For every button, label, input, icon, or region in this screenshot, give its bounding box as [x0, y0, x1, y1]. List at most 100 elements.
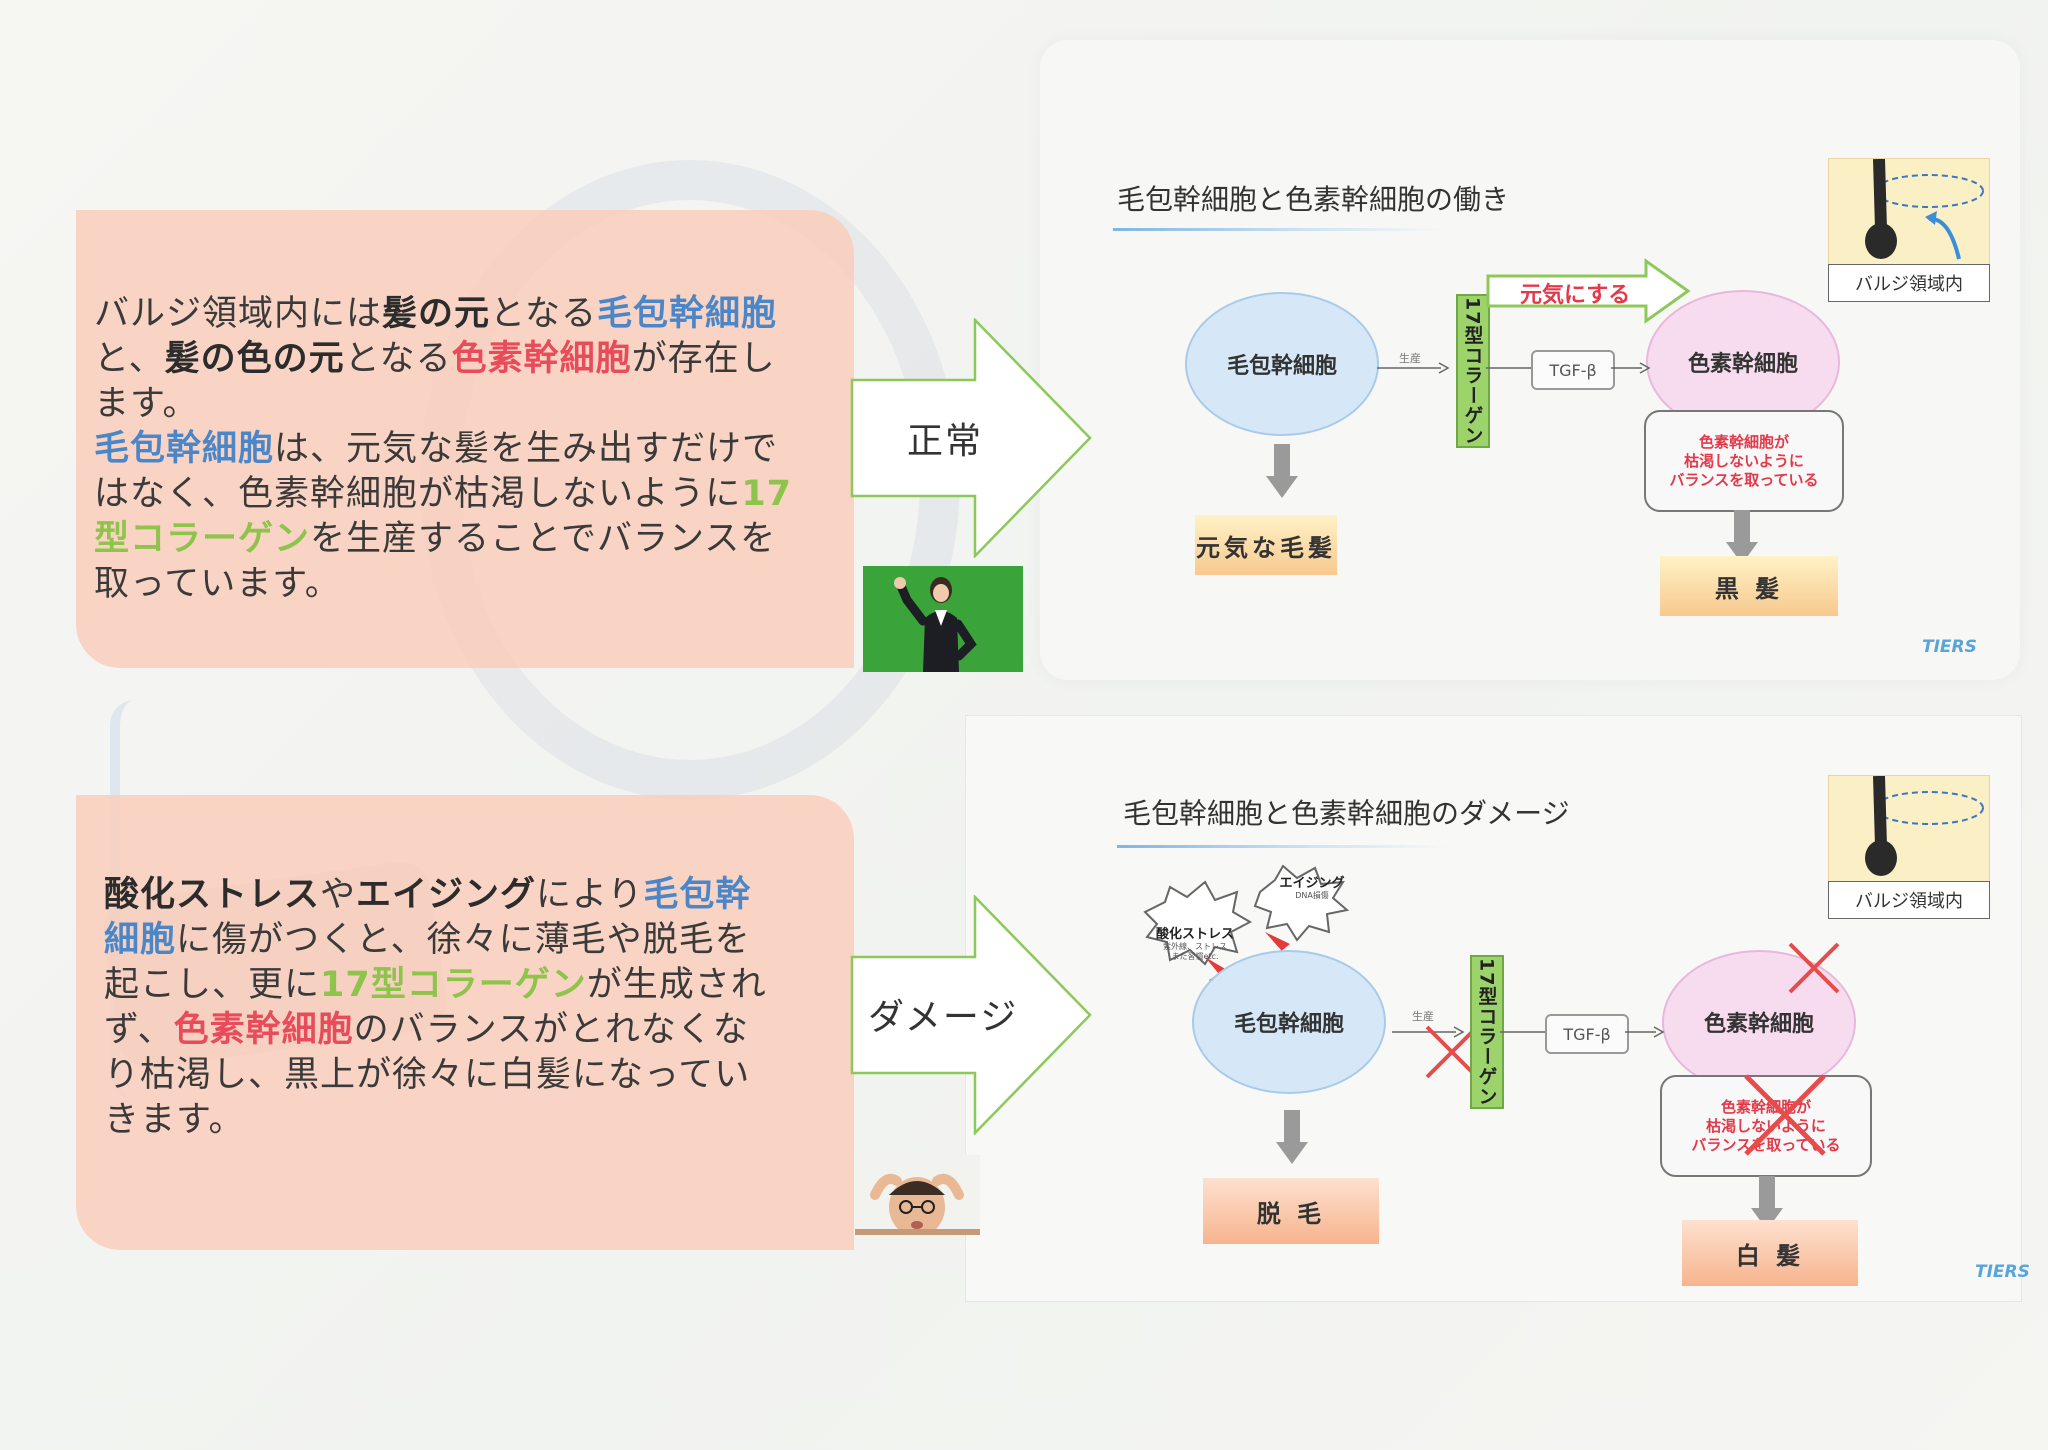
normal-result-black-hair: 黒 髪	[1660, 556, 1838, 616]
normal-bulge-label: バルジ領域内	[1828, 264, 1990, 302]
bottom-line-1: 酸化ストレスやエイジングにより毛包幹	[104, 873, 767, 918]
text-segment: により	[536, 875, 644, 915]
text-segment: エイジング	[356, 875, 537, 915]
damage-collagen-box: 17型コラーゲン	[1470, 955, 1504, 1109]
top-line-3: ます。	[94, 382, 792, 427]
normal-diagram-title: 毛包幹細胞と色素幹細胞の働き	[1117, 183, 1510, 216]
damage-arrow-icon	[850, 895, 1092, 1135]
bottom-panel-text: 酸化ストレスやエイジングにより毛包幹 細胞に傷がつくと、徐々に薄毛や脱毛を 起こ…	[104, 873, 767, 1143]
normal-tgf-arrow-icon	[1611, 362, 1651, 374]
normal-line-to-tgf-icon	[1486, 367, 1531, 369]
text-segment: 毛包幹細胞	[94, 429, 275, 469]
top-line-2: と、髪の色の元となる色素幹細胞が存在し	[94, 337, 792, 382]
text-segment: 17	[741, 474, 793, 514]
text-segment: 髪の元	[382, 294, 491, 334]
normal-produce-arrow-icon	[1377, 362, 1450, 374]
text-segment: や	[320, 875, 357, 915]
damage-down-arrow-right-icon	[1751, 1176, 1783, 1230]
top-line-6: 型コラーゲンを生産することでバランスを	[94, 517, 792, 562]
damage-tgf-arrow-icon	[1625, 1026, 1665, 1038]
text-segment: ます。	[94, 384, 199, 424]
normal-tgf-box: TGF-β	[1531, 350, 1615, 390]
text-segment: が存在し	[631, 339, 776, 379]
text-segment: 毛包幹	[643, 875, 752, 915]
text-segment: は、元気な髪を生み出すだけで	[274, 429, 779, 469]
bottom-line-6: きます。	[104, 1098, 767, 1143]
top-text-panel	[76, 210, 854, 668]
aging-label: エイジング DNA損傷	[1262, 876, 1362, 901]
normal-balance-note: 色素幹細胞が 枯渇しないように バランスを取っている	[1644, 410, 1844, 512]
normal-collagen-box: 17型コラーゲン	[1456, 294, 1490, 448]
damage-balance-cross-icon	[1744, 1074, 1826, 1156]
normal-down-arrow-right-icon	[1726, 510, 1758, 564]
aging-main-label: エイジング	[1279, 876, 1345, 891]
text-segment: ず、	[104, 1010, 174, 1050]
damage-pigment-stem-cell: 色素幹細胞	[1662, 950, 1856, 1094]
top-line-5: はなく、色素幹細胞が枯渇しないように17	[94, 472, 792, 517]
normal-arrow-icon	[850, 318, 1092, 558]
text-segment: 細胞	[104, 920, 177, 960]
text-segment: となる	[490, 294, 597, 334]
text-segment: 酸化ストレス	[104, 875, 321, 915]
text-segment: となる	[344, 339, 452, 379]
damage-produce-arrow-icon	[1392, 1026, 1465, 1038]
text-segment: を生産することでバランスを	[310, 519, 777, 559]
damage-bulge-illustration	[1828, 775, 1990, 887]
text-segment: きます。	[104, 1100, 245, 1140]
damage-arrow-label: ダメージ	[868, 997, 1019, 1038]
top-line-7: 取っています。	[94, 562, 792, 607]
top-line-1: バルジ領域内には髪の元となる毛包幹細胞	[94, 292, 792, 337]
stress-label: 酸化ストレス 紫外線、ストレス また習慣etc.	[1140, 912, 1250, 977]
damage-bulge-label: バルジ領域内	[1828, 881, 1990, 919]
text-segment: り枯渇し、黒上が徐々に白髪になってい	[104, 1055, 751, 1095]
aging-sub-label: DNA損傷	[1295, 891, 1329, 900]
normal-title-underline	[1113, 228, 1443, 231]
normal-down-arrow-left-icon	[1266, 444, 1298, 498]
damage-balance-note: 色素幹細胞が 枯渇しないように バランスを取っている	[1660, 1075, 1872, 1177]
stress-sub-label: 紫外線、ストレス また習慣etc.	[1163, 942, 1227, 961]
damage-line-to-tgf-icon	[1500, 1031, 1545, 1033]
damage-hair-stem-cell: 毛包幹細胞	[1192, 950, 1386, 1094]
normal-brand-logo: TIERS	[1922, 637, 1977, 657]
damage-result-hair-loss: 脱 毛	[1203, 1178, 1379, 1244]
bottom-line-2: 細胞に傷がつくと、徐々に薄毛や脱毛を	[104, 918, 767, 963]
normal-result-healthy-hair: 元気な毛髪	[1195, 515, 1337, 575]
text-segment: 取っています。	[94, 564, 341, 604]
damage-diagram-title: 毛包幹細胞と色素幹細胞のダメージ	[1123, 797, 1570, 830]
text-segment: のバランスがとれなくな	[353, 1010, 749, 1050]
text-segment: が生成され	[586, 965, 767, 1005]
text-segment: はなく、色素幹細胞が枯渇しないように	[94, 474, 742, 514]
text-segment: 色素幹細胞	[451, 339, 632, 379]
damage-title-underline	[1117, 845, 1447, 848]
text-segment: と、	[94, 339, 165, 379]
bottom-text-panel	[76, 795, 854, 1250]
text-segment: 毛包幹細胞	[596, 294, 777, 334]
text-segment: に傷がつくと、徐々に薄毛や脱毛を	[176, 920, 751, 960]
normal-produce-label: 生産	[1399, 352, 1421, 365]
damage-brand-logo: TIERS	[1975, 1262, 2030, 1282]
text-segment: 起こし、更に	[104, 965, 321, 1005]
energize-label: 元気にする	[1520, 283, 1631, 308]
text-segment: 型コラーゲン	[94, 519, 311, 559]
damage-produce-cross-icon	[1425, 1025, 1479, 1079]
normal-arrow-label: 正常	[907, 421, 984, 462]
text-segment: 17型コラーゲン	[320, 965, 587, 1005]
damage-pigment-cross-icon	[1788, 942, 1840, 994]
bottom-line-4: ず、色素幹細胞のバランスがとれなくな	[104, 1008, 767, 1053]
top-line-4: 毛包幹細胞は、元気な髪を生み出すだけで	[94, 427, 792, 472]
damage-produce-label: 生産	[1412, 1010, 1434, 1023]
bottom-line-3: 起こし、更に17型コラーゲンが生成され	[104, 963, 767, 1008]
text-segment: バルジ領域内には	[94, 294, 383, 334]
damage-tgf-box: TGF-β	[1545, 1014, 1629, 1054]
normal-bulge-illustration	[1828, 158, 1990, 270]
woman-photo	[863, 566, 1023, 672]
man-photo	[855, 1155, 980, 1235]
normal-hair-stem-cell: 毛包幹細胞	[1185, 292, 1379, 436]
top-panel-text: バルジ領域内には髪の元となる毛包幹細胞 と、髪の色の元となる色素幹細胞が存在し …	[94, 292, 792, 607]
damage-down-arrow-left-icon	[1276, 1110, 1308, 1164]
text-segment: 髪の色の元	[164, 339, 345, 379]
damage-result-white-hair: 白 髪	[1682, 1220, 1858, 1286]
energize-arrow-icon	[1486, 258, 1691, 324]
text-segment: 色素幹細胞	[173, 1010, 354, 1050]
bottom-line-5: り枯渇し、黒上が徐々に白髪になってい	[104, 1053, 767, 1098]
